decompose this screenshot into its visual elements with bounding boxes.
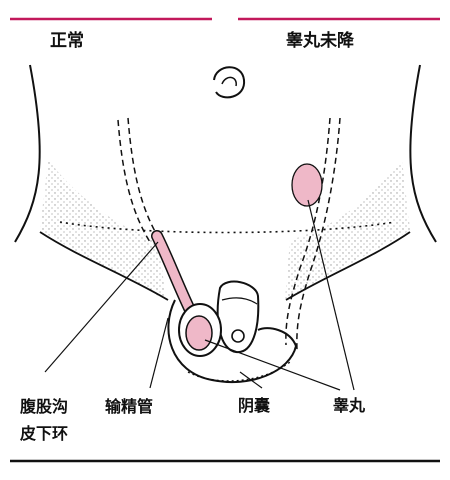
label-inguinal-ring-line2: 皮下环: [20, 424, 69, 443]
scrotum-outline: [167, 299, 298, 384]
inguinal-line: [59, 221, 396, 234]
header-right-title: 睾丸未降: [286, 31, 354, 51]
leader-scrotum: [239, 371, 263, 389]
label-inguinal-ring: 腹股沟 皮下环: [20, 393, 68, 447]
thigh-crease-right: [285, 231, 411, 301]
body-outline-left: [14, 64, 41, 243]
leader-vas-deferens: [149, 317, 169, 389]
label-scrotum: 阴囊: [238, 396, 271, 415]
header-left-title: 正常: [50, 31, 84, 51]
groin-shading-right: [285, 160, 410, 300]
navel: [213, 66, 246, 99]
leader-inguinal-ring: [44, 241, 159, 373]
body-outline-right: [409, 64, 437, 243]
undescended-testis: [291, 163, 323, 207]
leader-testis-undescended: [307, 199, 355, 391]
groin-shading-left: [40, 160, 165, 300]
label-inguinal-ring-line1: 腹股沟: [20, 397, 69, 416]
label-testis: 睾丸: [333, 396, 366, 415]
scrotal-testis: [185, 315, 213, 351]
leader-testis-scrotal: [204, 339, 341, 391]
thigh-crease-left: [39, 231, 169, 301]
label-vas-deferens: 输精管: [105, 397, 154, 416]
